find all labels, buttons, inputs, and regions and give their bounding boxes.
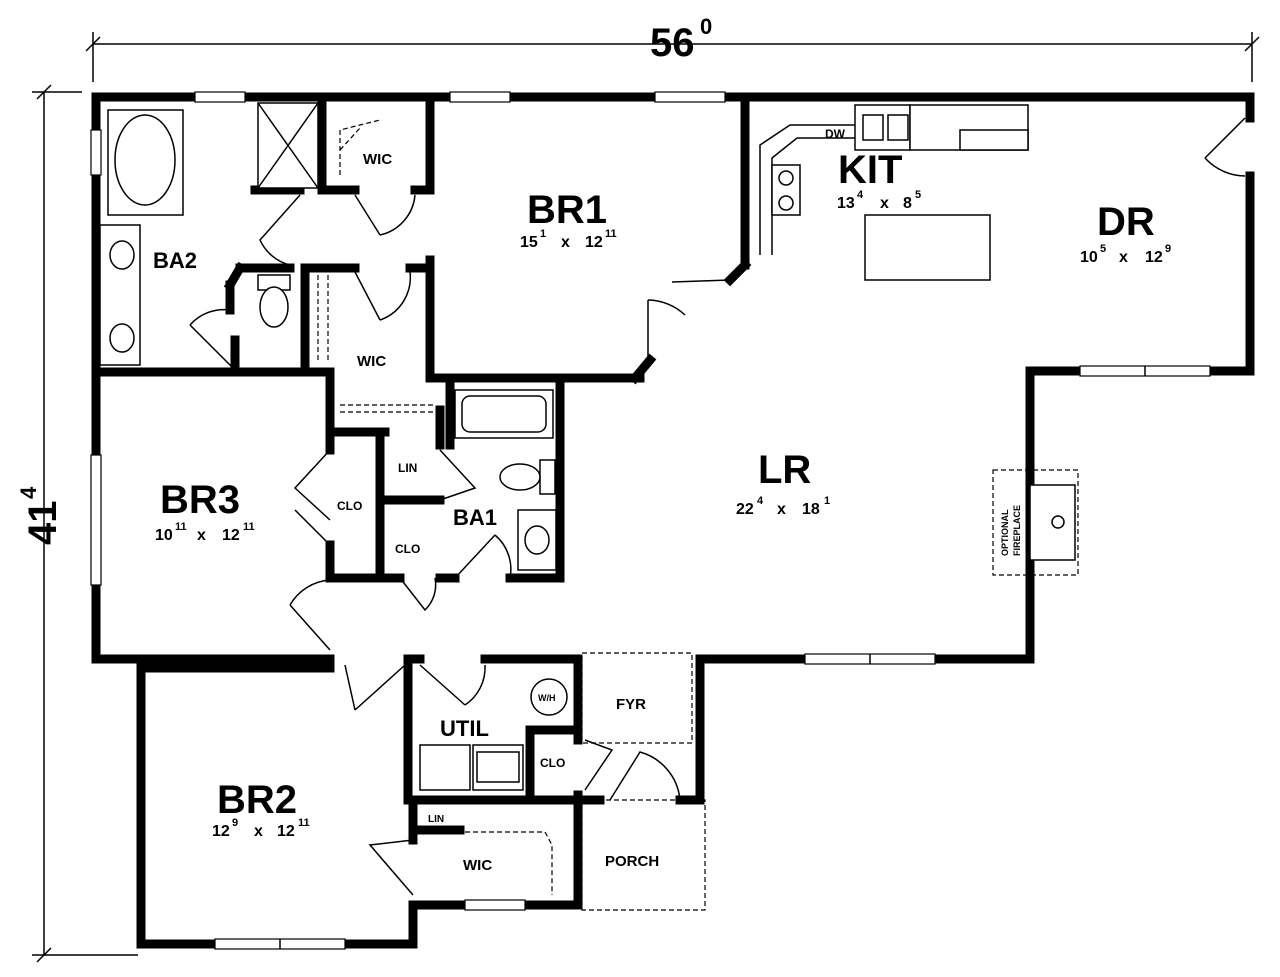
fixtures [99, 102, 1079, 895]
room-lr-width-sup: 4 [757, 495, 764, 507]
clo-hall-label: CLO [395, 542, 420, 556]
wic-br1-mid-label: WIC [357, 353, 386, 370]
fireplace-label-line2: FIREPLACE [1012, 505, 1022, 556]
overall-width: 56 [650, 21, 695, 65]
clo-foyer-label: CLO [540, 756, 565, 770]
wic-br1-top-label: WIC [363, 151, 392, 168]
room-br3-depth-sup: 11 [243, 521, 255, 533]
room-br3-x: x [197, 527, 206, 544]
room-dr-width: 10 [1080, 249, 1098, 266]
clo-br3-label: CLO [337, 499, 362, 513]
overall-width-dimension: 56 0 [85, 14, 1260, 82]
room-labels: BR1 15 1 x 12 11 KIT 13 4 x 8 5 DW DR 10… [153, 127, 1171, 874]
overall-depth: 41 [21, 501, 65, 546]
room-kit-width-sup: 4 [857, 189, 864, 201]
room-br1-depth: 12 [585, 234, 603, 251]
room-br2-x: x [254, 823, 263, 840]
room-br1-width-sup: 1 [540, 228, 546, 240]
overall-depth-dimension: 41 4 [16, 84, 138, 963]
room-lr-depth: 18 [802, 501, 820, 518]
fireplace-label-line1: OPTIONAL [1000, 509, 1010, 556]
room-kit-x: x [880, 195, 889, 212]
room-br2-depth-sup: 11 [298, 817, 310, 829]
room-dr-depth-sup: 9 [1165, 243, 1171, 255]
room-br2-width-sup: 9 [232, 817, 238, 829]
room-dr-name: DR [1097, 200, 1155, 244]
room-util-name: UTIL [440, 716, 489, 741]
room-dr-width-sup: 5 [1100, 243, 1106, 255]
room-ba2-name: BA2 [153, 248, 197, 273]
room-br1-name: BR1 [527, 188, 607, 232]
room-lr-name: LR [758, 448, 811, 492]
lin-br2-label: LIN [428, 814, 444, 825]
room-kit-width: 13 [837, 195, 855, 212]
room-br1-depth-sup: 11 [605, 228, 617, 240]
foyer-outline [581, 652, 693, 744]
room-lr-x: x [777, 501, 786, 518]
room-lr-width: 22 [736, 501, 754, 518]
room-br3-width: 10 [155, 527, 173, 544]
room-br2-depth: 12 [277, 823, 295, 840]
room-ba1-name: BA1 [453, 505, 497, 530]
room-fyr-name: FYR [616, 696, 646, 713]
doors [189, 117, 1246, 896]
interior-walls [95, 96, 752, 845]
room-kit-depth: 8 [903, 195, 912, 212]
porch-outline [581, 799, 706, 911]
windows [90, 91, 1211, 950]
room-kit-name: KIT [838, 148, 902, 192]
lin-hall-label: LIN [398, 461, 417, 475]
overall-depth-sup: 4 [16, 486, 41, 499]
room-kit-depth-sup: 5 [915, 189, 921, 201]
room-br2-width: 12 [212, 823, 230, 840]
room-br3-name: BR3 [160, 478, 240, 522]
wic-br2-label: WIC [463, 857, 492, 874]
room-br3-width-sup: 11 [175, 521, 187, 533]
room-br1-x: x [561, 234, 570, 251]
dishwasher-label: DW [825, 127, 846, 141]
room-br1-width: 15 [520, 234, 538, 251]
room-lr-depth-sup: 1 [824, 495, 830, 507]
room-porch-name: PORCH [605, 853, 659, 870]
water-heater-label: W/H [538, 693, 556, 703]
room-br2-name: BR2 [217, 778, 297, 822]
room-dr-depth: 12 [1145, 249, 1163, 266]
overall-width-sup: 0 [700, 14, 712, 39]
room-br3-depth: 12 [222, 527, 240, 544]
room-dr-x: x [1119, 249, 1128, 266]
